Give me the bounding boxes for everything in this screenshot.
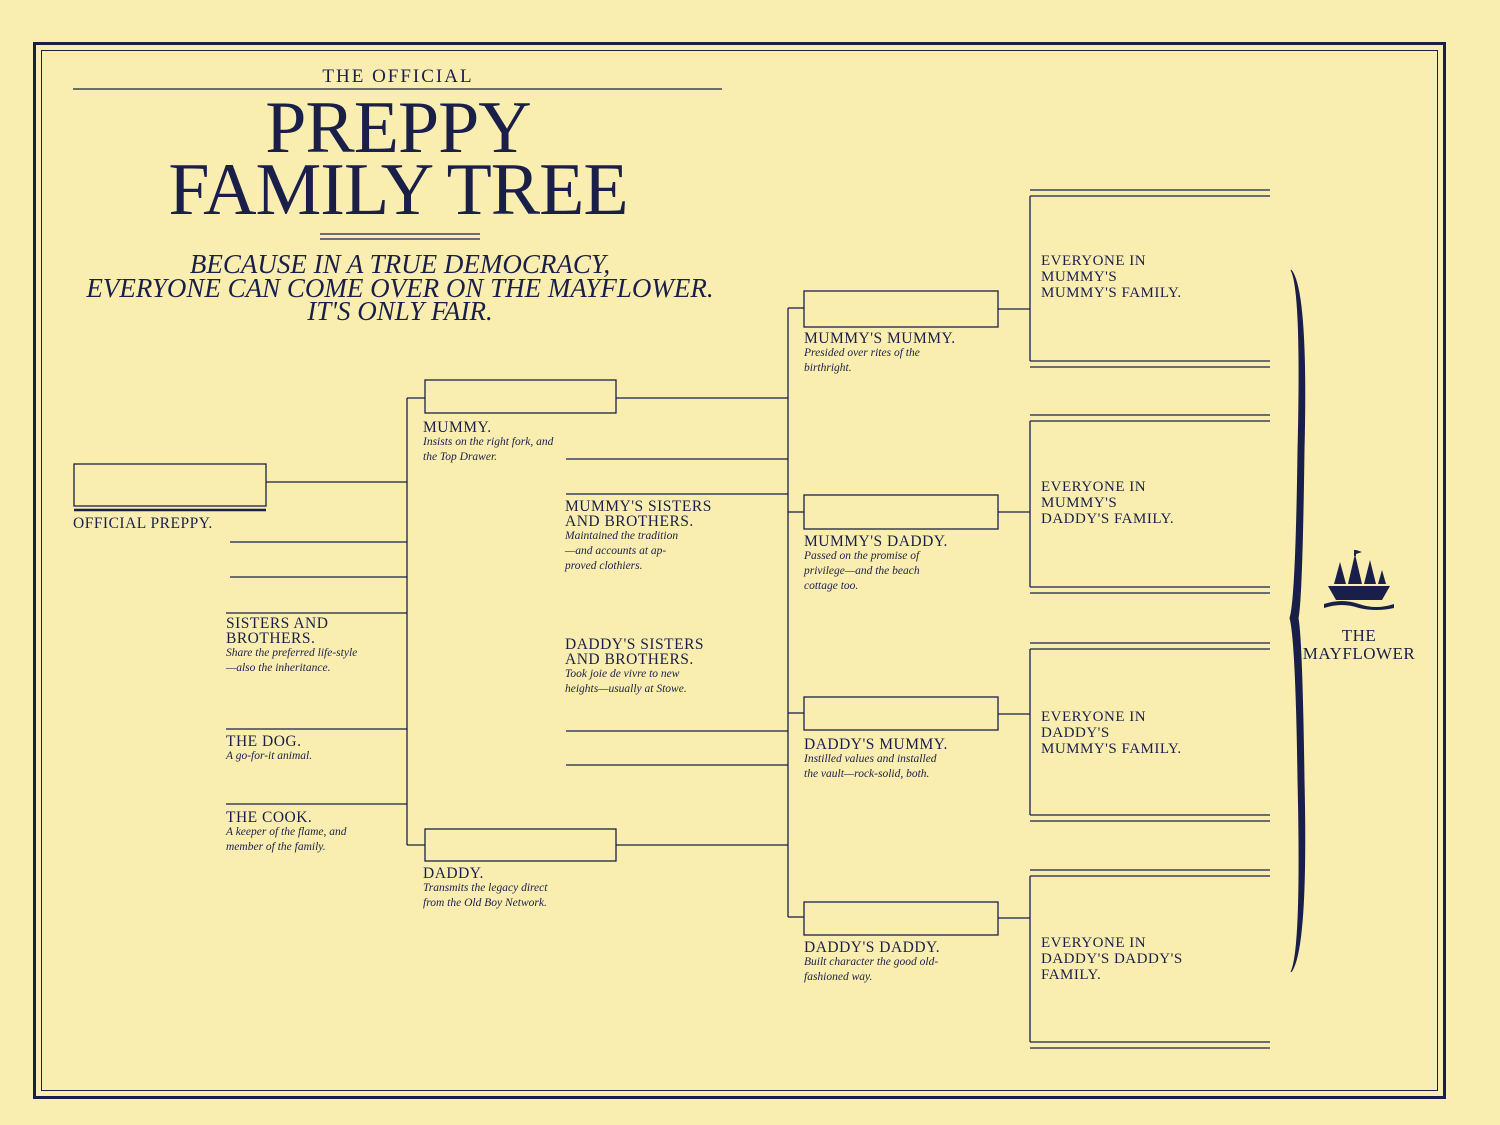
daddy-node: DADDY. Transmits the legacy direct from … — [423, 866, 573, 911]
family-2-line-3: DADDY'S FAMILY. — [1041, 511, 1175, 527]
family-bracket-2 — [1029, 414, 1270, 594]
inner-border — [41, 50, 1438, 1091]
dog-node: THE DOG. A go-for-it animal. — [226, 734, 386, 764]
daddys-mummy-label: DADDY'S MUMMY. — [804, 736, 948, 753]
dog-desc: A go-for-it animal. — [226, 750, 313, 762]
family-bracket-3 — [1029, 642, 1270, 822]
mummys-siblings-label-1: MUMMY'S SISTERS — [565, 498, 712, 515]
title-line-2: FAMILY TREE — [168, 149, 628, 231]
mummys-siblings-node: MUMMY'S SISTERS AND BROTHERS. Maintained… — [565, 499, 735, 574]
family-bracket-4 — [1029, 869, 1270, 1049]
daddys-siblings-node: DADDY'S SISTERS AND BROTHERS. Took joie … — [565, 637, 735, 697]
sisters-brothers-node: SISTERS AND BROTHERS. Share the preferre… — [226, 616, 386, 676]
family-2-line-2: MUMMY'S — [1041, 495, 1118, 511]
daddy-desc: Transmits the legacy direct from the Old… — [423, 882, 548, 909]
family-2-line-1: EVERYONE IN — [1041, 479, 1147, 495]
sisters-brothers-label-1: SISTERS AND — [226, 615, 329, 632]
outer-border — [33, 42, 1446, 1099]
cook-label: THE COOK. — [226, 809, 313, 826]
family-1: EVERYONE IN MUMMY'S MUMMY'S FAMILY. — [1041, 253, 1221, 301]
tagline-line-2: EVERYONE CAN COME OVER ON THE MAYFLOWER. — [86, 273, 714, 303]
family-4: EVERYONE IN DADDY'S DADDY'S FAMILY. — [1041, 935, 1221, 983]
daddy-box — [424, 828, 617, 862]
mayflower-label: THE MAYFLOWER — [1300, 627, 1418, 663]
tagline-line-3: IT'S ONLY FAIR. — [307, 296, 493, 326]
daddys-siblings-desc: Took joie de vivre to new heights—usuall… — [565, 668, 687, 695]
mayflower-line-1: THE — [1341, 626, 1377, 645]
tagline-line-1: BECAUSE IN A TRUE DEMOCRACY, — [189, 249, 611, 279]
ship-icon — [1324, 550, 1394, 610]
mummys-mummy-label: MUMMY'S MUMMY. — [804, 330, 956, 347]
daddys-siblings-label-2: AND BROTHERS. — [565, 651, 694, 668]
official-preppy-box — [73, 463, 267, 507]
mummys-daddy-desc: Passed on the promise of privilege—and t… — [804, 550, 920, 592]
family-1-line-2: MUMMY'S — [1041, 269, 1118, 285]
family-1-line-1: EVERYONE IN — [1041, 253, 1147, 269]
mummys-daddy-box — [803, 494, 999, 530]
mummy-desc: Insists on the right fork, and the Top D… — [423, 436, 554, 463]
mayflower-brace — [1289, 269, 1306, 973]
mummys-mummy-node: MUMMY'S MUMMY. Presided over rites of th… — [804, 331, 984, 376]
family-bracket-1 — [1029, 189, 1270, 368]
family-4-line-2: DADDY'S DADDY'S — [1041, 951, 1183, 967]
mummys-daddy-label: MUMMY'S DADDY. — [804, 533, 948, 550]
family-1-line-3: MUMMY'S FAMILY. — [1041, 285, 1182, 301]
family-3: EVERYONE IN DADDY'S MUMMY'S FAMILY. — [1041, 709, 1221, 757]
family-4-line-1: EVERYONE IN — [1041, 935, 1147, 951]
family-3-line-3: MUMMY'S FAMILY. — [1041, 741, 1182, 757]
cook-node: THE COOK. A keeper of the flame, and mem… — [226, 810, 386, 855]
mummys-siblings-desc: Maintained the tradition —and accounts a… — [565, 530, 679, 572]
mummy-node: MUMMY. Insists on the right fork, and th… — [423, 420, 573, 465]
family-2: EVERYONE IN MUMMY'S DADDY'S FAMILY. — [1041, 479, 1221, 527]
mummys-mummy-desc: Presided over rites of the birthright. — [804, 347, 920, 374]
mummys-mummy-box — [803, 290, 999, 328]
official-preppy-label: OFFICIAL PREPPY. — [73, 515, 213, 532]
mummy-box — [424, 379, 617, 414]
family-4-line-3: FAMILY. — [1041, 967, 1102, 983]
sisters-brothers-desc: Share the preferred life-style—also the … — [226, 647, 358, 674]
sisters-brothers-label-2: BROTHERS. — [226, 630, 316, 647]
daddys-daddy-desc: Built character the good old-fashioned w… — [804, 956, 939, 983]
mummy-label: MUMMY. — [423, 419, 492, 436]
cook-desc: A keeper of the flame, and member of the… — [226, 826, 347, 853]
mayflower-line-2: MAYFLOWER — [1302, 644, 1416, 663]
daddys-siblings-label-1: DADDY'S SISTERS — [565, 636, 705, 653]
daddys-mummy-box — [803, 696, 999, 731]
header-kicker: THE OFFICIAL — [322, 66, 474, 87]
daddys-daddy-node: DADDY'S DADDY. Built character the good … — [804, 940, 984, 985]
daddys-daddy-box — [803, 901, 999, 936]
daddys-mummy-desc: Instilled values and installed the vault… — [804, 753, 937, 780]
mummys-daddy-node: MUMMY'S DADDY. Passed on the promise of … — [804, 534, 984, 594]
title-line-1: PREPPY — [265, 87, 531, 169]
daddys-daddy-label: DADDY'S DADDY. — [804, 939, 941, 956]
daddys-mummy-node: DADDY'S MUMMY. Instilled values and inst… — [804, 737, 984, 782]
mummys-siblings-label-2: AND BROTHERS. — [565, 513, 694, 530]
daddy-label: DADDY. — [423, 865, 484, 882]
family-3-line-2: DADDY'S — [1041, 725, 1110, 741]
family-3-line-1: EVERYONE IN — [1041, 709, 1147, 725]
dog-label: THE DOG. — [226, 733, 302, 750]
